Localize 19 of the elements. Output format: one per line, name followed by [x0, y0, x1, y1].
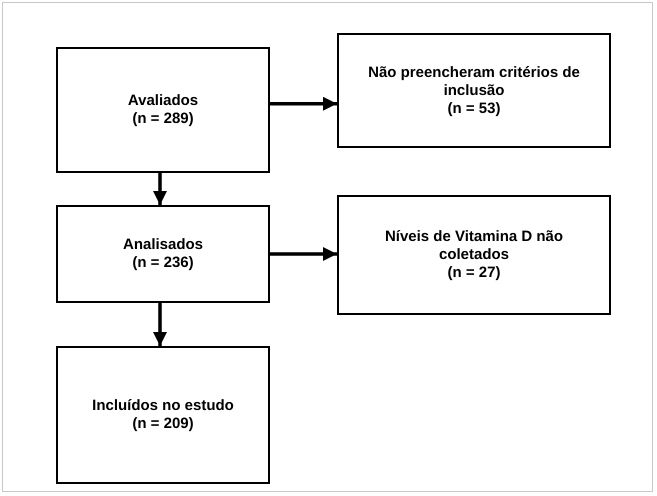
arrow: [270, 247, 337, 261]
box-text: (n = 289): [132, 110, 194, 128]
box-text: (n = 236): [132, 254, 194, 272]
process-box: [56, 346, 270, 484]
box-text: Níveis de Vitamina D não coletados: [384, 228, 564, 264]
box-text: (n = 53): [448, 100, 500, 118]
process-box: [56, 205, 270, 303]
arrow: [153, 303, 167, 346]
process-box: [337, 195, 611, 315]
arrow: [153, 173, 167, 205]
box-text: Não preencheram critérios de inclusão: [367, 64, 581, 100]
box-text: Avaliados: [128, 92, 198, 110]
box-text: (n = 27): [448, 264, 500, 282]
box-text: Analisados: [122, 236, 204, 254]
box-text: Incluídos no estudo: [92, 397, 234, 415]
box-text: (n = 209): [132, 415, 194, 433]
process-box: [56, 47, 270, 173]
arrow: [270, 96, 337, 111]
process-box: [337, 33, 611, 148]
